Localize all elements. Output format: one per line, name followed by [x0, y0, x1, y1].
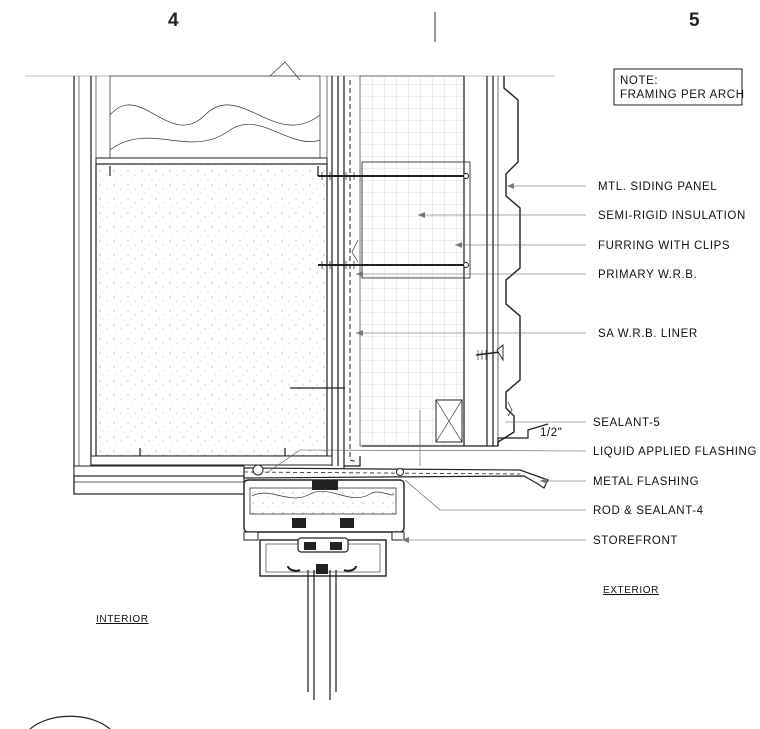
base-flashing — [243, 423, 549, 489]
callout-metal-flashing: METAL FLASHING — [593, 476, 699, 488]
callout-sa-wrb-liner: SA W.R.B. LINER — [598, 328, 698, 340]
callout-furring-with-clips: FURRING WITH CLIPS — [598, 240, 730, 252]
section-bubble — [29, 715, 111, 729]
interior-wall-framing — [73, 61, 345, 495]
callout-rod-sealant-4: ROD & SEALANT-4 — [593, 505, 704, 517]
note-title: NOTE: — [620, 75, 658, 87]
sheathing-layers — [337, 76, 361, 470]
dimension-label: 1/2" — [540, 427, 562, 439]
callout-storefront: STOREFRONT — [593, 535, 678, 547]
leader-lines — [267, 183, 587, 543]
glazing-unit — [307, 564, 337, 700]
note-text: FRAMING PER ARCH — [620, 89, 745, 101]
callout-primary-wrb: PRIMARY W.R.B. — [598, 269, 697, 281]
grid-label-right: 5 — [689, 10, 700, 31]
callout-sealant-5: SEALANT-5 — [593, 417, 660, 429]
interior-label: INTERIOR — [96, 614, 149, 625]
callout-mtl-siding-panel: MTL. SIDING PANEL — [598, 181, 717, 193]
callout-liquid-applied-flashing: LIQUID APPLIED FLASHING — [593, 446, 757, 458]
grid-label-left: 4 — [168, 10, 179, 31]
metal-siding-panel — [497, 76, 521, 446]
exterior-label: EXTERIOR — [603, 585, 659, 596]
anchor-screws — [318, 172, 469, 269]
header-block — [95, 163, 328, 457]
note-box: NOTE: FRAMING PER ARCH — [613, 68, 745, 106]
callout-semi-rigid-insulation: SEMI-RIGID INSULATION — [598, 210, 746, 222]
semi-rigid-insulation — [359, 75, 465, 447]
furring-channel — [475, 76, 504, 446]
furring-clip-zone — [361, 161, 471, 279]
storefront-frame — [243, 479, 405, 577]
